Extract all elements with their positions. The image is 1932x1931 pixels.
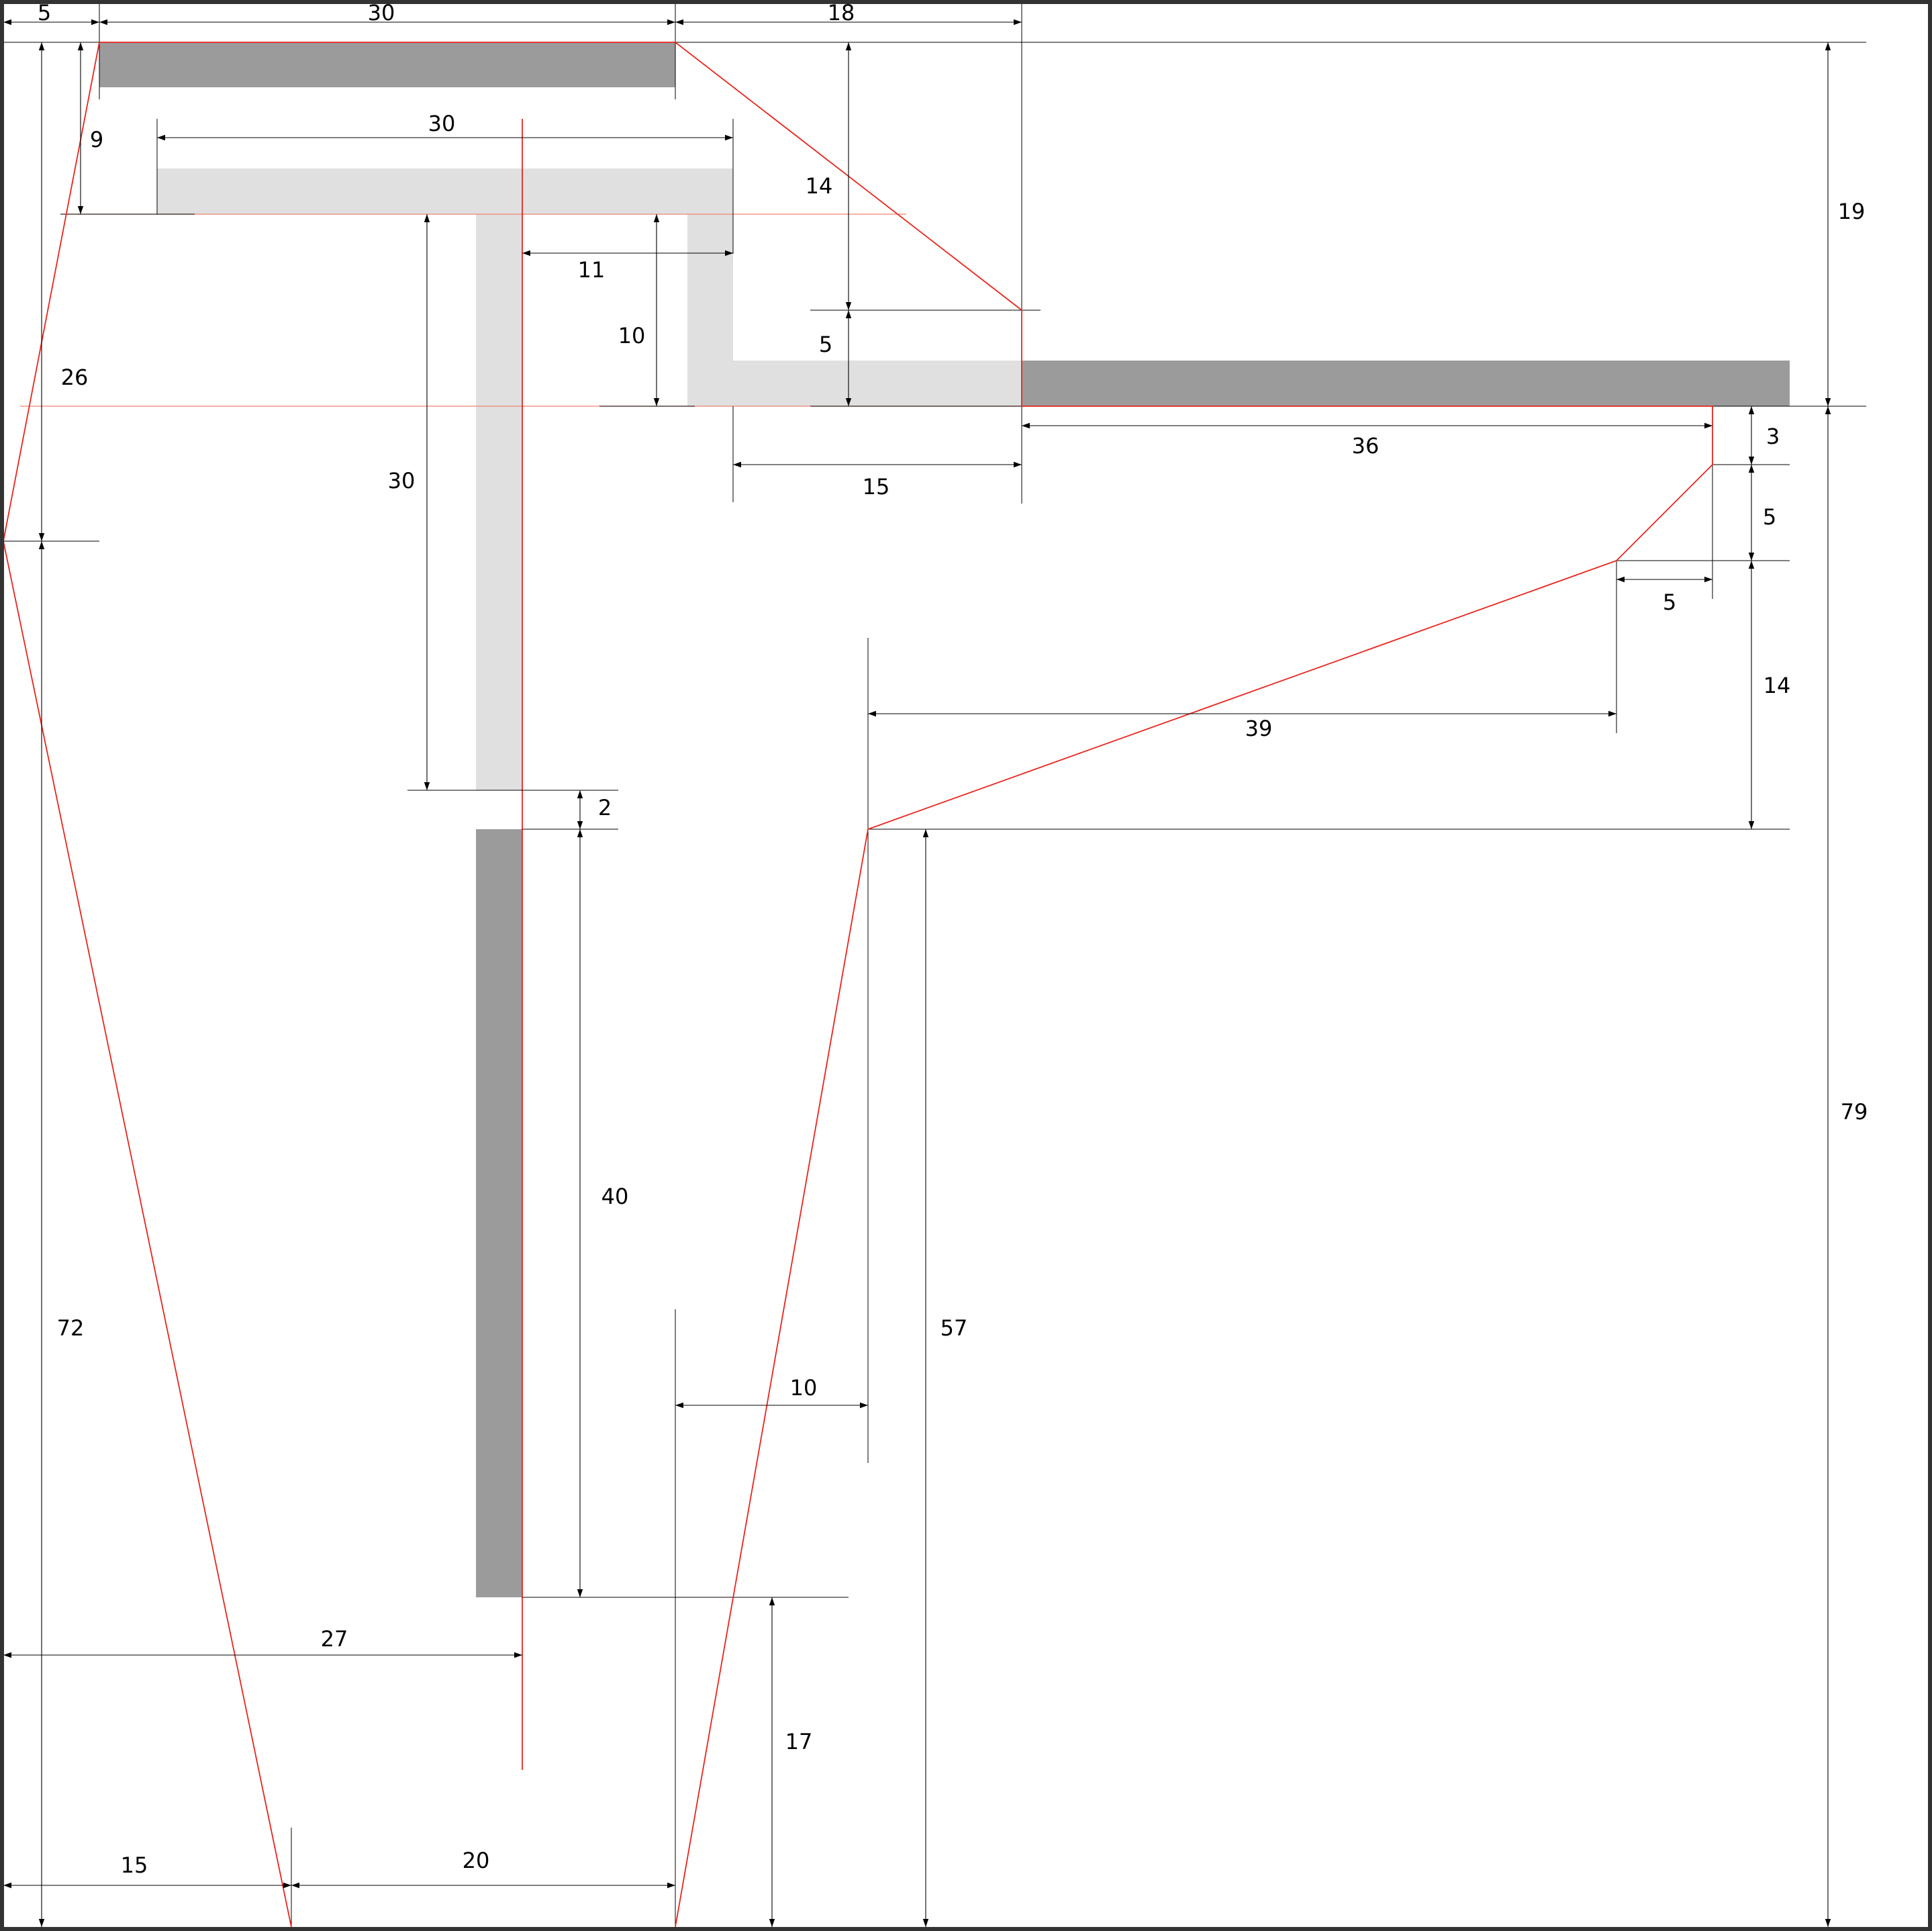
ghost-bar-top [157,169,733,214]
dimension-label: 40 [601,1184,629,1209]
solid-bar-vertical [476,829,522,1597]
dimension-label: 26 [61,365,89,390]
dimension-lines [3,19,1831,1927]
dimension-label: 57 [940,1315,968,1341]
dimension-labels: 5 30 18 9 30 14 19 11 10 5 26 36 3 30 15… [38,0,1868,1878]
solid-bar-top-left [99,42,675,87]
dimension-label: 17 [785,1729,813,1754]
dimension-label: 72 [57,1315,85,1341]
dimension-label: 14 [806,173,833,199]
ghost-bar-vertical-left [476,214,522,790]
solid-bar-right [1022,361,1790,406]
ghost-bars [157,169,1022,790]
dimension-label: 14 [1764,673,1791,698]
dimension-label: 15 [863,474,890,500]
dimension-label: 27 [321,1626,348,1652]
dimension-label: 5 [38,0,51,26]
dimension-label: 10 [618,323,646,348]
dimension-label: 5 [1663,590,1676,615]
dimension-label: 5 [1763,504,1776,530]
ghost-bar-horizontal [687,361,1022,406]
dimension-label: 79 [1841,1099,1868,1125]
dimension-label: 15 [121,1852,148,1878]
dimension-label: 9 [90,127,103,152]
dimension-label: 18 [828,0,855,26]
dimension-label: 3 [1766,424,1780,449]
dimension-label: 11 [578,257,606,283]
dimension-label: 19 [1838,199,1866,224]
dimension-label: 36 [1352,433,1380,459]
dimension-label: 5 [819,332,832,357]
dimension-label: 10 [790,1375,818,1401]
solid-bars [99,42,1790,1597]
dimension-label: 2 [598,795,612,820]
dimension-label: 30 [428,111,456,136]
dimension-label: 30 [388,468,416,493]
dimension-label: 30 [368,0,395,26]
dimension-label: 20 [463,1848,490,1873]
dimension-label: 39 [1245,716,1273,741]
